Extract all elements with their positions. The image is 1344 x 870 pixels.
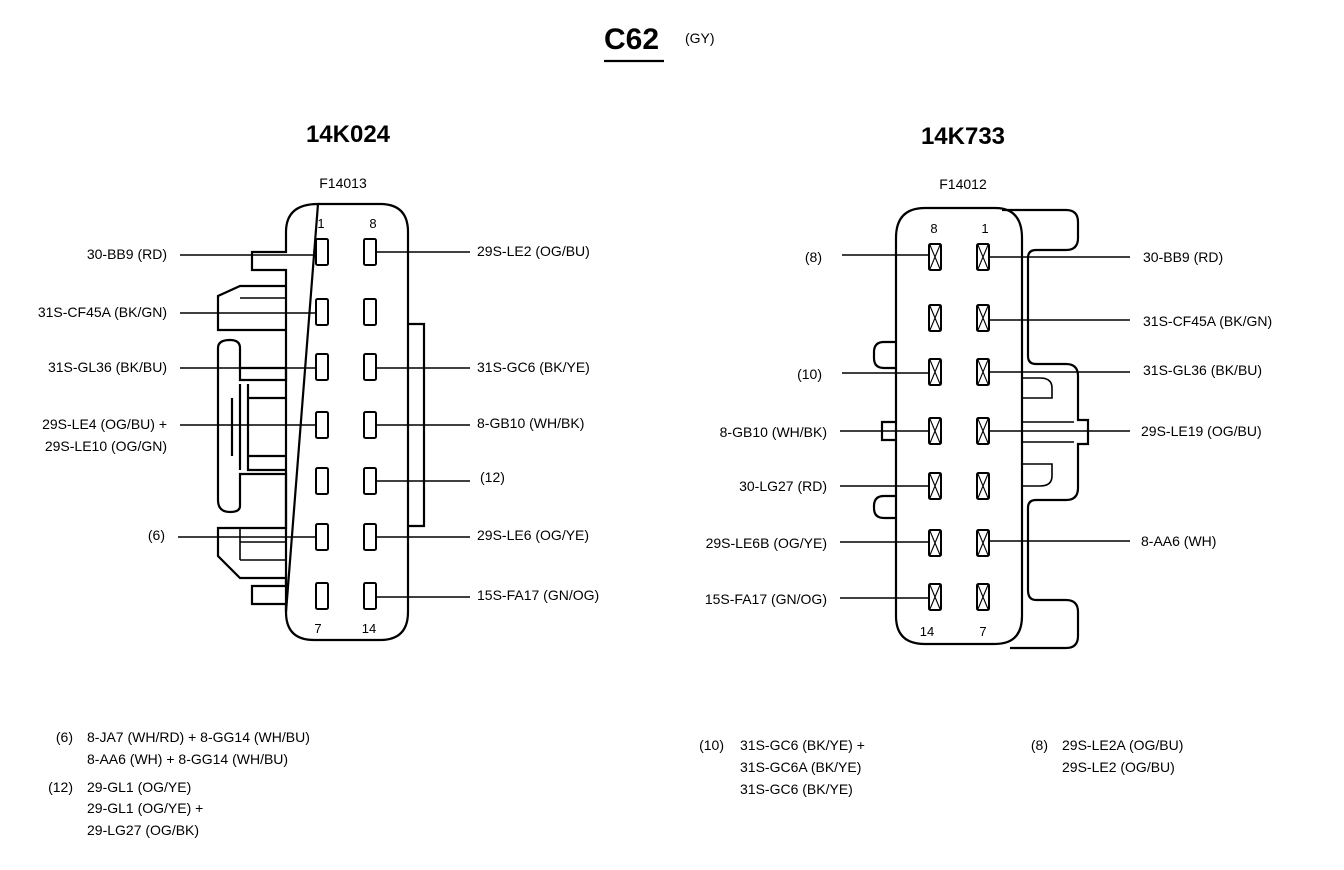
right-pin-label-14: 14 [920,624,934,639]
pin-cross [977,418,989,444]
footnote-8: (8) 29S-LE2A (OG/BU) 29S-LE2 (OG/BU) [1031,737,1184,775]
left-wire-label: 31S-GC6 (BK/YE) [477,359,590,375]
footnote-line: 29S-LE2 (OG/BU) [1062,759,1175,775]
pin-cross [929,244,941,270]
pin-cavity [363,238,377,266]
right-part-number: 14K733 [921,123,1005,150]
pin-cavity [363,298,377,326]
footnote-line: 8-AA6 (WH) + 8-GG14 (WH/BU) [87,751,288,767]
right-pin-label-1: 1 [981,221,988,236]
pin-cross [977,584,989,610]
left-wire-label: 31S-GL36 (BK/BU) [48,359,167,375]
right-wire-label: 30-LG27 (RD) [739,478,827,494]
left-wire-label: 8-GB10 (WH/BK) [477,415,584,431]
footnote-line: 8-JA7 (WH/RD) + 8-GG14 (WH/BU) [87,729,310,745]
right-wire-label: 30-BB9 (RD) [1143,249,1223,265]
pin-cavity [363,467,377,495]
right-wire-label: 29S-LE19 (OG/BU) [1141,423,1262,439]
right-wire-label: 31S-CF45A (BK/GN) [1143,313,1272,329]
right-wire-label: 15S-FA17 (GN/OG) [705,591,827,607]
left-pin-label-14: 14 [362,621,376,636]
pin-cavity [363,353,377,381]
footnote-key: (10) [699,737,724,753]
pin-cavity [315,582,329,610]
right-wire-label: 31S-GL36 (BK/BU) [1143,362,1262,378]
pin-cross [977,305,989,331]
left-wire-label: (6) [148,527,165,543]
left-sub-number: F14013 [319,175,367,191]
left-wire-label: 29S-LE4 (OG/BU) + [42,416,167,432]
footnote-line: 29-LG27 (OG/BK) [87,822,199,838]
footnote-key: (8) [1031,737,1048,753]
pin-cavity [315,353,329,381]
footnote-6: (6) 8-JA7 (WH/RD) + 8-GG14 (WH/BU) 8-AA6… [56,729,310,767]
footnote-line: 31S-GC6A (BK/YE) [740,759,861,775]
left-wire-label: 29S-LE10 (OG/GN) [45,438,167,454]
pin-cross [977,359,989,385]
left-pin-label-7: 7 [314,621,321,636]
footnote-line: 29-GL1 (OG/YE) + [87,800,203,816]
left-pin-cavities [315,238,377,610]
right-wire-label: 8-GB10 (WH/BK) [720,424,827,440]
right-pin-cavities [928,243,990,611]
left-wire-label: 30-BB9 (RD) [87,246,167,262]
right-connector-body [872,206,1090,650]
left-wire-label: 29S-LE2 (OG/BU) [477,243,590,259]
right-pin-label-7: 7 [979,624,986,639]
footnote-line: 29-GL1 (OG/YE) [87,779,191,795]
pin-cavity [315,523,329,551]
pin-cross [929,418,941,444]
pin-cavity [315,298,329,326]
footnote-key: (12) [48,779,73,795]
pin-cavity [315,467,329,495]
pin-cross [929,473,941,499]
right-wire-leads [840,254,1130,599]
pin-cross [977,530,989,556]
pin-cross [977,244,989,270]
pin-cavity [315,238,329,266]
right-wire-label: 8-AA6 (WH) [1141,533,1216,549]
pin-cavity [315,411,329,439]
left-part-number: 14K024 [306,121,391,148]
left-wire-label: (12) [480,469,505,485]
right-sub-number: F14012 [939,176,987,192]
left-connector-body [216,202,426,642]
footnote-line: 31S-GC6 (BK/YE) [740,781,853,797]
pin-cross [929,305,941,331]
pin-cavity [363,582,377,610]
pin-cross [929,359,941,385]
pin-cross [929,584,941,610]
pin-cavity [363,411,377,439]
left-wire-label: 29S-LE6 (OG/YE) [477,527,589,543]
left-wire-label: 31S-CF45A (BK/GN) [38,304,167,320]
footnote-10: (10) 31S-GC6 (BK/YE) + 31S-GC6A (BK/YE) … [699,737,865,797]
left-wire-label: 15S-FA17 (GN/OG) [477,587,599,603]
right-wire-label: 29S-LE6B (OG/YE) [706,535,827,551]
pin-cross [929,530,941,556]
connector-title: C62 [604,23,659,56]
left-wire-leads [178,251,470,598]
pin-cross [977,473,989,499]
right-pin-label-8: 8 [930,221,937,236]
right-wire-label: (10) [797,366,822,382]
footnote-line: 29S-LE2A (OG/BU) [1062,737,1183,753]
left-pin-label-8: 8 [369,216,376,231]
connector-color: (GY) [685,30,715,46]
footnote-line: 31S-GC6 (BK/YE) + [740,737,865,753]
footnote-key: (6) [56,729,73,745]
left-pin-label-1: 1 [317,216,324,231]
right-wire-label: (8) [805,249,822,265]
pin-cavity [363,523,377,551]
footnote-12: (12) 29-GL1 (OG/YE) 29-GL1 (OG/YE) + 29-… [48,779,203,838]
